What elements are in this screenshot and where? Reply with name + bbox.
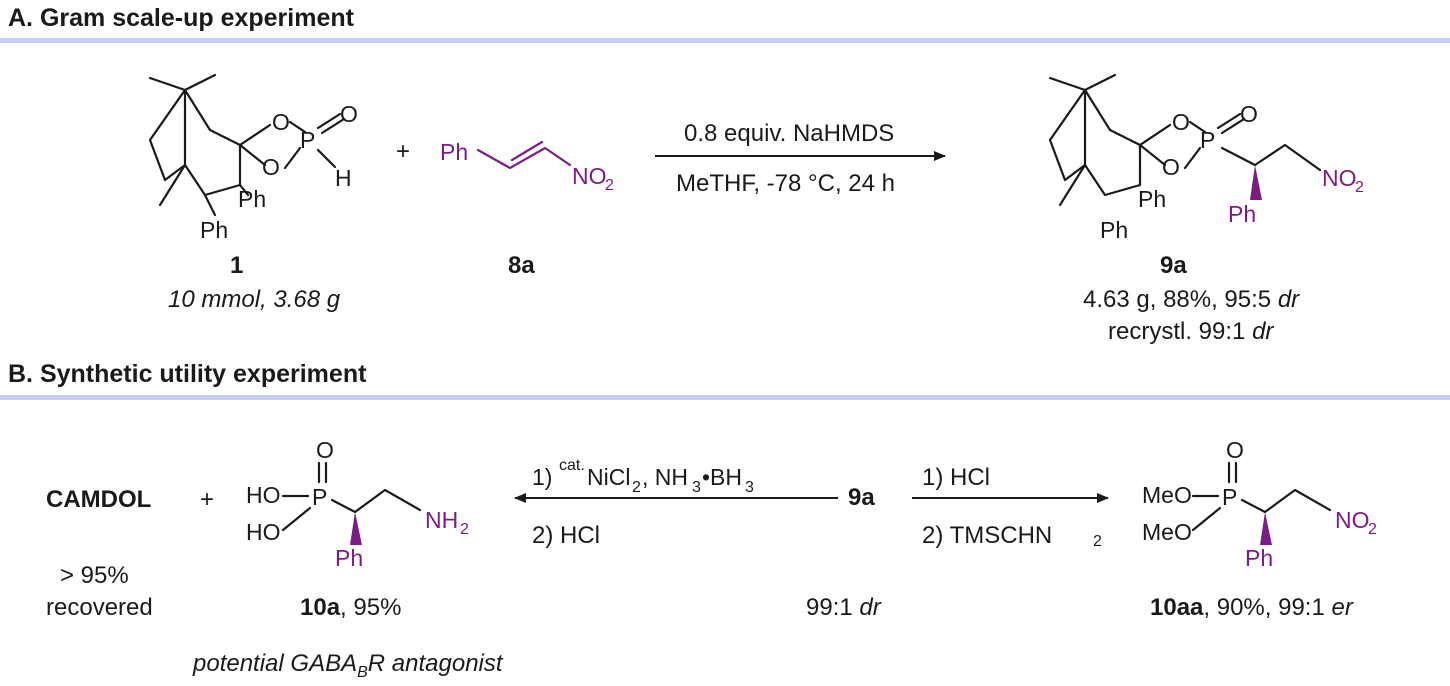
nitro-group: NO bbox=[572, 163, 607, 189]
yield-text: 4.63 g, 88%, 95:5 bbox=[1083, 286, 1272, 313]
section-b-title: B. Synthetic utility experiment bbox=[8, 360, 367, 388]
h-atom: H bbox=[335, 165, 352, 191]
right-step2: 2) TMSCHN bbox=[922, 522, 1053, 549]
cat-superscript: cat. bbox=[559, 457, 585, 474]
compound-10aa-yield: , 90%, 99:1 bbox=[1203, 594, 1325, 621]
compound-9a-recryst: recrystl. 99:1 dr bbox=[1108, 318, 1273, 346]
recryst-text: recrystl. 99:1 bbox=[1108, 318, 1246, 345]
conditions-top: 0.8 equiv. NaHMDS bbox=[684, 120, 895, 147]
p-atom: P bbox=[1200, 127, 1215, 153]
meo-group: MeO bbox=[1142, 519, 1192, 545]
ph-group: Ph bbox=[1138, 186, 1166, 212]
conditions-bottom: MeTHF, -78 °C, 24 h bbox=[676, 170, 895, 197]
note-pre: potential GABA bbox=[193, 650, 358, 677]
ph-group: Ph bbox=[238, 186, 266, 212]
compound-10a-id: 10a bbox=[300, 594, 341, 621]
plus-sign-b: + bbox=[200, 486, 215, 513]
amino-group: NH bbox=[425, 507, 458, 533]
compound-1-id: 1 bbox=[230, 252, 244, 279]
o-atom: O bbox=[316, 437, 334, 463]
amino-subscript: 2 bbox=[460, 521, 469, 538]
o-atom: O bbox=[272, 109, 290, 135]
subscript-3: 3 bbox=[692, 479, 701, 496]
nitro-subscript: 2 bbox=[1355, 179, 1364, 196]
gabab-note: potential GABABR antagonist bbox=[193, 650, 503, 682]
recovered-line-1: > 95% bbox=[60, 562, 129, 589]
compound-10a-yield: , 95% bbox=[340, 594, 402, 621]
ph-group: Ph bbox=[1100, 217, 1128, 243]
subscript-2: 2 bbox=[1093, 533, 1102, 550]
compound-9a-yield: 4.63 g, 88%, 95:5 dr bbox=[1083, 286, 1299, 314]
nitro-group: NO bbox=[1335, 507, 1370, 533]
compound-10aa-label: 10aa, 90%, 99:1 er bbox=[1150, 594, 1353, 622]
borane: •BH bbox=[702, 464, 742, 490]
o-atom: O bbox=[1240, 101, 1258, 127]
ph-group: Ph bbox=[1245, 545, 1273, 571]
section-a-rule bbox=[0, 38, 1450, 43]
nitro-subscript: 2 bbox=[1368, 521, 1377, 538]
compound-10a-structure: O P HO HO Ph NH 2 bbox=[246, 437, 469, 571]
compound-10a-label: 10a, 95% bbox=[300, 594, 401, 622]
compound-8a-structure: Ph NO 2 bbox=[440, 139, 614, 194]
compound-1-structure: O O P O H Ph Ph bbox=[148, 73, 358, 243]
nickel-reagent: NiCl bbox=[587, 464, 630, 490]
note-post: R antagonist bbox=[367, 650, 503, 677]
dr-label: dr bbox=[1277, 286, 1300, 313]
o-atom: O bbox=[340, 101, 358, 127]
subscript-3: 3 bbox=[745, 479, 754, 496]
compound-8a-id: 8a bbox=[508, 252, 535, 279]
ho-group: HO bbox=[246, 482, 281, 508]
o-atom: O bbox=[1162, 154, 1180, 180]
p-atom: P bbox=[300, 127, 315, 153]
ph-group: Ph bbox=[1228, 201, 1256, 227]
o-atom: O bbox=[1172, 109, 1190, 135]
p-atom: P bbox=[312, 484, 327, 510]
meo-group: MeO bbox=[1142, 482, 1192, 508]
center-dr: 99:1 dr bbox=[806, 594, 881, 622]
section-b-rule bbox=[0, 395, 1450, 400]
er-label: er bbox=[1331, 594, 1353, 621]
compound-10aa-id: 10aa bbox=[1150, 594, 1204, 621]
step1-number: 1) bbox=[532, 464, 552, 490]
dr-label: dr bbox=[1252, 318, 1274, 345]
nitro-subscript: 2 bbox=[605, 177, 614, 194]
right-step1: 1) HCl bbox=[922, 464, 991, 491]
left-step2: 2) HCl bbox=[532, 522, 601, 549]
ho-group: HO bbox=[246, 519, 281, 545]
ph-group: Ph bbox=[440, 139, 468, 165]
ph-group: Ph bbox=[335, 545, 363, 571]
recovered-line-2: recovered bbox=[46, 594, 153, 621]
ph-group: Ph bbox=[200, 217, 228, 243]
compound-9a-id: 9a bbox=[1160, 252, 1187, 279]
compound-1-amount: 10 mmol, 3.68 g bbox=[168, 286, 341, 313]
left-step1: 1) cat. NiCl 2 , NH 3 •BH 3 bbox=[532, 457, 754, 496]
section-a-title: A. Gram scale-up experiment bbox=[8, 4, 354, 32]
p-atom: P bbox=[1222, 484, 1237, 510]
nitro-group: NO bbox=[1322, 165, 1357, 191]
o-atom: O bbox=[262, 154, 280, 180]
dr-value: 99:1 bbox=[806, 594, 853, 621]
o-atom: O bbox=[1226, 437, 1244, 463]
comma: , NH bbox=[642, 464, 688, 490]
compound-10aa-structure: O P MeO MeO Ph NO 2 bbox=[1142, 437, 1377, 571]
dr-label: dr bbox=[859, 594, 881, 621]
note-sub: B bbox=[357, 663, 368, 681]
compound-9a-structure: O O P O Ph Ph Ph NO 2 bbox=[1048, 73, 1364, 243]
camdol-label: CAMDOL bbox=[46, 486, 152, 513]
center-9a-id: 9a bbox=[848, 484, 875, 511]
plus-sign-a: + bbox=[396, 138, 411, 165]
subscript-2: 2 bbox=[632, 479, 641, 496]
